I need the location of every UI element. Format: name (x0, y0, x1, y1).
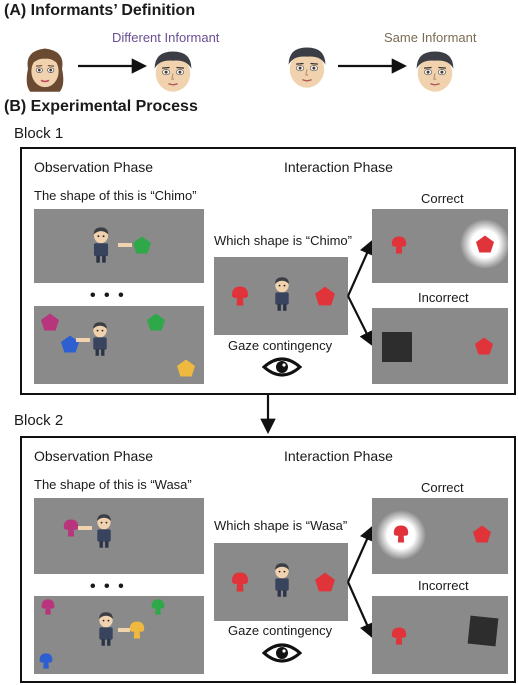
section-a-title: (A) Informants’ Definition (4, 2, 196, 19)
pentagon-shape (473, 525, 491, 543)
incorrect-label: Incorrect (418, 290, 469, 305)
pentagon-shape (133, 236, 151, 254)
incorrect-feedback-scene (372, 308, 508, 384)
correct-feedback-scene (372, 209, 508, 283)
eye-icon (262, 643, 302, 663)
section-b-title: (B) Experimental Process (4, 98, 198, 115)
mushroom-shape (393, 525, 409, 543)
ellipsis: • • • (90, 578, 126, 595)
observation-caption: The shape of this is “Wasa” (34, 477, 192, 492)
question-text: Which shape is “Wasa” (214, 518, 348, 533)
observation-phase-label: Observation Phase (34, 159, 154, 175)
informant-character-icon (93, 322, 107, 356)
informant-character-icon (93, 227, 109, 263)
observation-scene (34, 596, 204, 674)
pentagon-shape (61, 335, 79, 353)
incorrect-label: Incorrect (418, 578, 469, 593)
mushroom-shape (41, 599, 55, 615)
black-square (382, 332, 412, 362)
incorrect-feedback-scene (372, 596, 508, 674)
interaction-scene (214, 543, 348, 621)
gaze-contingency-label: Gaze contingency (228, 338, 333, 353)
correct-feedback-scene (372, 498, 508, 574)
pentagon-shape (476, 235, 494, 253)
branch-arrows (346, 525, 375, 639)
ellipsis: • • • (90, 287, 126, 304)
male-informant-icon (287, 46, 327, 89)
pointing-arm (76, 338, 90, 342)
pointing-arm (118, 243, 132, 247)
correct-label: Correct (421, 191, 464, 206)
pentagon-shape (147, 313, 165, 331)
observation-scene (34, 306, 204, 384)
mushroom-shape (232, 572, 248, 592)
different-informant-label: Different Informant (112, 30, 220, 45)
block-2-title: Block 2 (14, 412, 64, 429)
male-informant-icon (415, 50, 455, 93)
pentagon-shape (315, 572, 335, 592)
pointing-arm (118, 628, 130, 632)
interaction-phase-label: Interaction Phase (284, 159, 393, 175)
pentagon-shape (177, 359, 195, 377)
pentagon-shape (475, 337, 493, 355)
question-text: Which shape is “Chimo” (214, 233, 352, 248)
male-informant-icon (153, 50, 193, 93)
observation-caption: The shape of this is “Chimo” (34, 188, 197, 203)
interaction-phase-label: Interaction Phase (284, 448, 393, 464)
mushroom-shape (391, 627, 407, 645)
informant-character-icon (97, 514, 111, 548)
same-informant-label: Same Informant (384, 30, 477, 45)
observation-scene (34, 209, 204, 283)
pointing-arm (78, 526, 92, 530)
pentagon-shape (41, 313, 59, 331)
arrow-same-icon (338, 58, 408, 74)
black-square (467, 615, 499, 647)
mushroom-shape (151, 599, 165, 615)
female-informant-icon (25, 47, 65, 93)
interaction-scene (214, 257, 348, 335)
mushroom-shape (232, 286, 248, 306)
correct-label: Correct (421, 480, 464, 495)
mushroom-shape (129, 621, 145, 639)
branch-arrows (346, 239, 375, 347)
arrow-different-icon (78, 58, 148, 74)
observation-scene (34, 498, 204, 574)
mushroom-shape (39, 653, 53, 669)
observation-phase-label: Observation Phase (34, 448, 154, 464)
informant-character-icon (275, 277, 289, 311)
informant-character-icon (275, 563, 289, 597)
block-1-title: Block 1 (14, 125, 64, 142)
block-transition-arrow (260, 395, 276, 435)
mushroom-shape (391, 236, 407, 254)
informant-character-icon (99, 612, 113, 646)
pentagon-shape (315, 286, 335, 306)
eye-icon (262, 357, 302, 377)
gaze-contingency-label: Gaze contingency (228, 623, 333, 638)
